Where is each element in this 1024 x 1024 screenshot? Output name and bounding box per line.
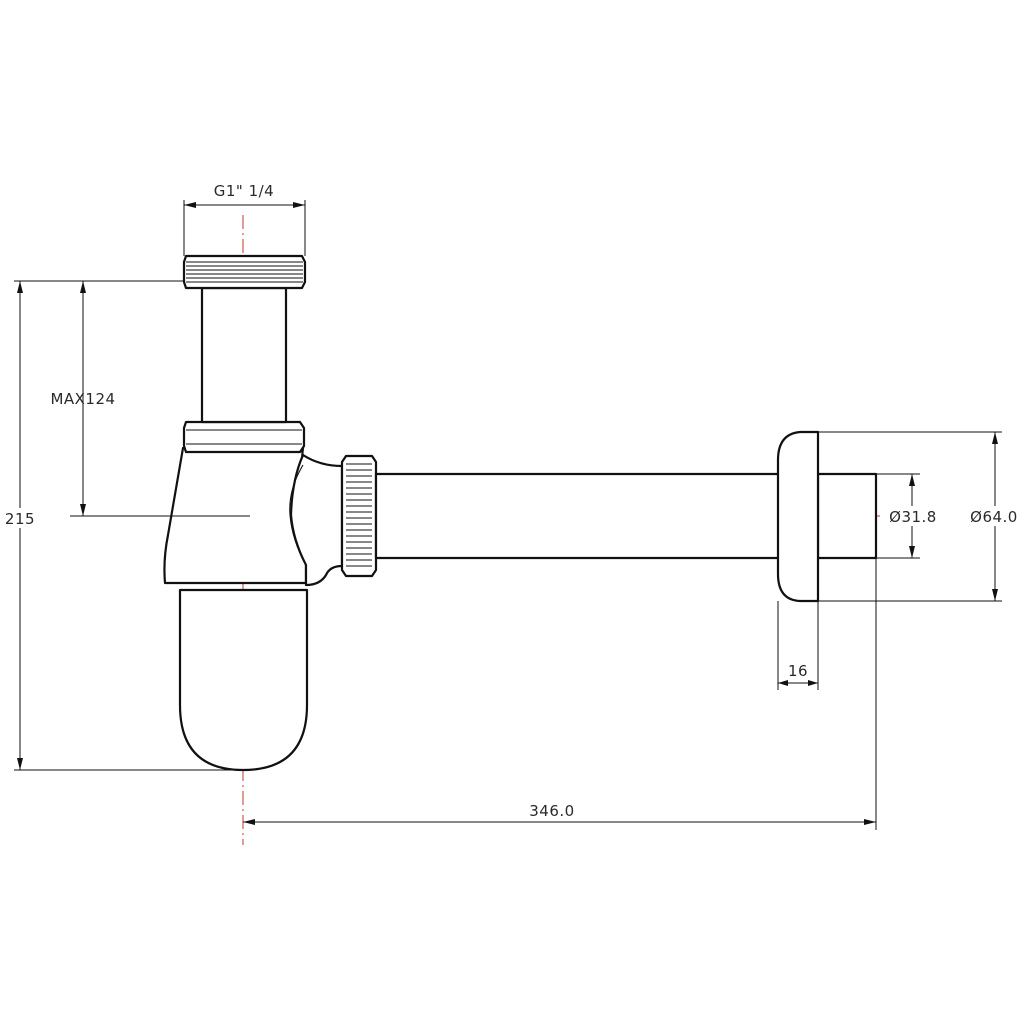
top-threaded-nut [182, 254, 307, 290]
pipe-diameter-label: Ø31.8 [889, 508, 937, 526]
elbow-inner-curve [289, 464, 307, 566]
top-nut-threads [186, 261, 303, 283]
dim-total-length: 346.0 [243, 558, 877, 830]
dim-total-height: 215 [2, 280, 243, 771]
wall-flange [776, 430, 820, 603]
trap-cup [178, 588, 309, 772]
outlet-pipe [374, 472, 782, 560]
trap-elbow [289, 453, 344, 587]
knurl-lines [346, 463, 372, 567]
total-height-label: 215 [5, 510, 35, 528]
pipe-end [816, 472, 878, 560]
thread-label: G1" 1/4 [214, 182, 274, 200]
outlet-nut [340, 454, 378, 578]
dim-flange-thickness: 16 [777, 601, 819, 690]
bottle-trap [163, 254, 344, 772]
dim-thread: G1" 1/4 [183, 182, 306, 256]
dim-flange-diameter: Ø64.0 [818, 431, 1022, 602]
upper-ring-nut [182, 420, 306, 454]
flange-thickness-label: 16 [788, 662, 808, 680]
tailpiece-pipe [200, 286, 288, 424]
total-length-label: 346.0 [529, 802, 574, 820]
dim-pipe-diameter: Ø31.8 [876, 473, 938, 559]
flange-diameter-label: Ø64.0 [970, 508, 1018, 526]
dim-max-height: MAX124 [50, 280, 250, 517]
max-height-label: MAX124 [50, 390, 115, 408]
